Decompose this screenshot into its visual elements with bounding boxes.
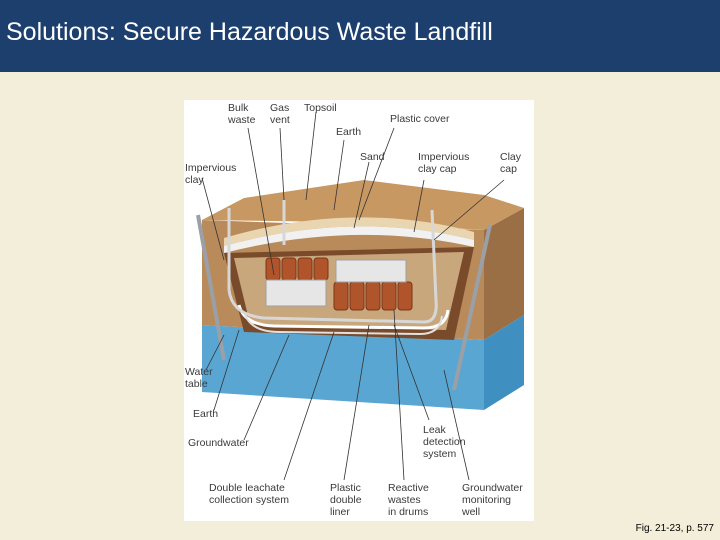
label-double-leachate-collection-system: Double leachate collection system: [209, 482, 289, 506]
label-reactive-wastes-in-drums: Reactive wastes in drums: [388, 482, 429, 518]
label-impervious-clay-cap: Impervious clay cap: [418, 151, 469, 175]
label-impervious-clay: Impervious clay: [185, 162, 236, 186]
label-earth-bottom: Earth: [193, 408, 218, 420]
label-water-table: Water table: [185, 366, 213, 390]
title-bar: Solutions: Secure Hazardous Waste Landfi…: [0, 0, 720, 72]
landfill-illustration: [184, 100, 534, 521]
label-groundwater: Groundwater: [188, 437, 249, 449]
figure-caption: Fig. 21-23, p. 577: [636, 523, 714, 534]
label-sand: Sand: [360, 151, 385, 163]
label-bulk-waste: Bulk waste: [228, 102, 255, 126]
label-leak-detection-system: Leak detection system: [423, 424, 466, 460]
slide-title: Solutions: Secure Hazardous Waste Landfi…: [6, 18, 493, 47]
label-groundwater-monitoring-well: Groundwater monitoring well: [462, 482, 523, 518]
label-plastic-double-liner: Plastic double liner: [330, 482, 362, 518]
label-clay-cap: Clay cap: [500, 151, 521, 175]
label-plastic-cover: Plastic cover: [390, 113, 450, 125]
landfill-diagram: Bulk waste Gas vent Topsoil Earth Plasti…: [184, 100, 534, 521]
label-earth-top: Earth: [336, 126, 361, 138]
label-gas-vent: Gas vent: [270, 102, 290, 126]
label-topsoil: Topsoil: [304, 102, 337, 114]
